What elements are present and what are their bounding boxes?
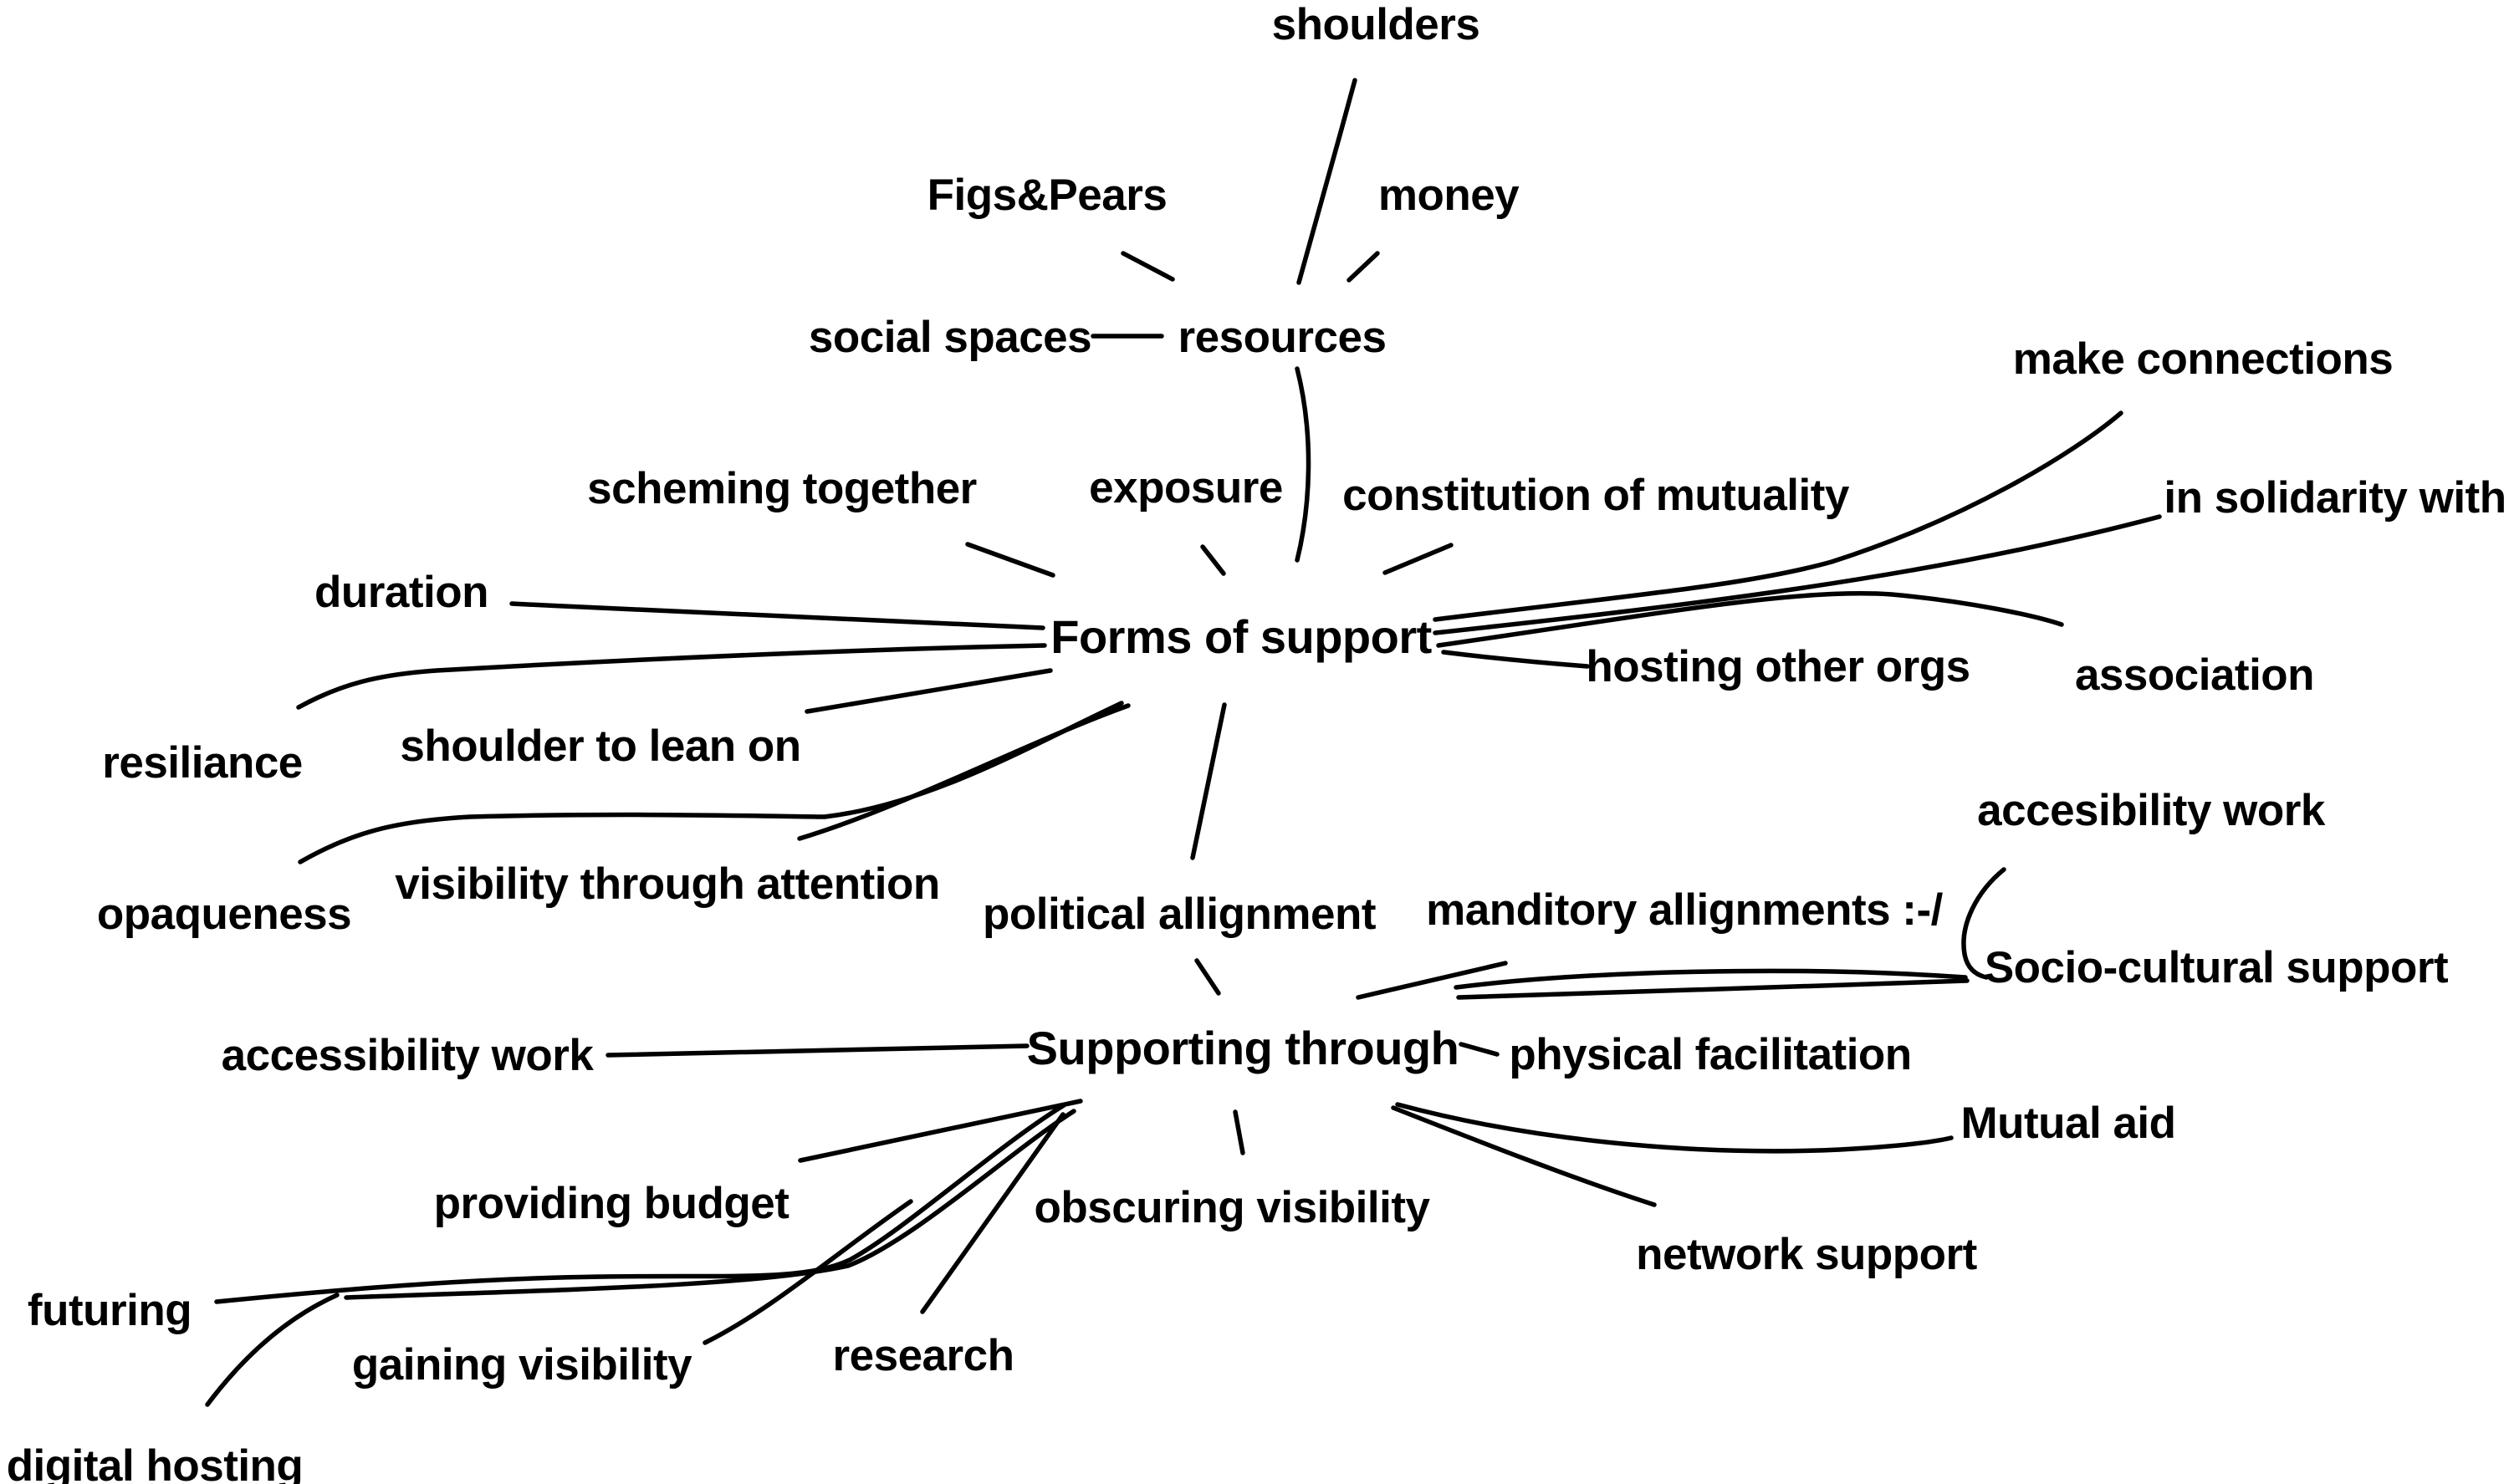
node-accessibility-work-left: accessibility work — [221, 1030, 594, 1080]
node-in-solidarity-with: in solidarity with — [2164, 472, 2506, 523]
edge-supporting-accessibility-work-left — [606, 1043, 1030, 1058]
node-scheming-together: scheming together — [587, 463, 977, 513]
node-association: association — [2074, 650, 2315, 700]
node-duration: duration — [314, 567, 488, 617]
edge-forms-exposure — [1200, 544, 1226, 576]
edge-forms-political-allignment — [1190, 702, 1227, 860]
node-resources: resources — [1178, 312, 1387, 362]
node-forms-of-support: Forms of support — [1050, 610, 1432, 664]
node-manditory-allignments: manditory allignments :-/ — [1426, 885, 1943, 935]
node-network-support: network support — [1636, 1229, 1977, 1279]
edge-supporting-manditory-allignments — [1356, 961, 1508, 1000]
edge-political-supporting — [1194, 958, 1221, 996]
node-figs-pears: Figs&Pears — [927, 170, 1168, 220]
node-obscuring-visibility: obscuring visibility — [1034, 1182, 1430, 1232]
node-supporting-through: Supporting through — [1026, 1022, 1459, 1075]
edge-forms-association — [1436, 590, 2064, 648]
edge-supporting-obscuring-visibility — [1233, 1109, 1245, 1155]
node-digital-hosting: digital hosting — [6, 1441, 304, 1484]
node-accesibility-work-right: accesibility work — [1977, 785, 2325, 835]
edge-forms-duration — [509, 601, 1045, 630]
node-exposure: exposure — [1089, 462, 1283, 513]
node-resiliance: resiliance — [102, 737, 303, 788]
edge-resources-shoulders — [1296, 78, 1357, 285]
node-shoulders: shoulders — [1271, 0, 1480, 49]
edge-forms-in-solidarity-with — [1433, 514, 2162, 635]
node-gaining-visibility: gaining visibility — [351, 1339, 692, 1390]
node-shoulder-to-lean-on: shoulder to lean on — [400, 721, 801, 771]
edge-supporting-research — [920, 1112, 1065, 1314]
edge-supporting-physical-facilitation — [1459, 1042, 1500, 1057]
edge-accesibility-socio-cultural — [1961, 867, 2006, 980]
node-research: research — [832, 1330, 1014, 1380]
node-mutual-aid: Mutual aid — [1960, 1098, 2176, 1148]
edge-resources-forms-of-support — [1295, 366, 1311, 563]
edge-supporting-futuring-stroke2 — [344, 1109, 1076, 1300]
node-political-allignment: political allignment — [982, 889, 1377, 939]
edge-supporting-socio-cultural-lower — [1456, 978, 1970, 1000]
node-socio-cultural-support: Socio-cultural support — [1984, 942, 2449, 992]
edge-supporting-futuring-stroke1 — [214, 1103, 1066, 1304]
edge-resources-money — [1346, 251, 1380, 283]
edge-forms-constitution-of-mutuality — [1382, 543, 1454, 575]
node-visibility-through-attention: visibility through attention — [395, 859, 940, 909]
node-physical-facilitation: physical facilitation — [1509, 1029, 1912, 1079]
edge-digital-hosting-merge — [205, 1293, 340, 1407]
edge-supporting-network-support — [1391, 1105, 1657, 1207]
edge-forms-resiliance — [296, 643, 1047, 710]
edge-forms-scheming-together — [965, 542, 1055, 578]
edge-gaining-visibility-merge — [703, 1199, 913, 1345]
node-providing-budget: providing budget — [433, 1178, 789, 1228]
edge-forms-visibility-stroke2 — [797, 703, 1131, 841]
edge-resources-figs-pears — [1121, 251, 1175, 282]
node-hosting-other-orgs: hosting other orgs — [1586, 641, 1970, 691]
edge-supporting-mutual-aid — [1395, 1102, 1954, 1154]
node-constitution-of-mutuality: constitution of mutuality — [1342, 470, 1849, 520]
node-opaqueness: opaqueness — [96, 889, 352, 939]
node-futuring: futuring — [27, 1285, 192, 1335]
edge-forms-shoulder-to-lean-on — [805, 668, 1053, 714]
node-make-connections: make connections — [2012, 334, 2394, 384]
edge-forms-make-connections — [1433, 411, 2123, 622]
node-money: money — [1377, 170, 1520, 220]
edge-forms-opaqueness-visibility — [298, 701, 1124, 864]
node-social-spaces: social spaces — [808, 312, 1092, 362]
edge-supporting-providing-budget — [798, 1099, 1083, 1163]
edge-forms-hosting-other-orgs — [1441, 650, 1590, 669]
edge-supporting-socio-cultural-upper — [1454, 968, 1968, 990]
